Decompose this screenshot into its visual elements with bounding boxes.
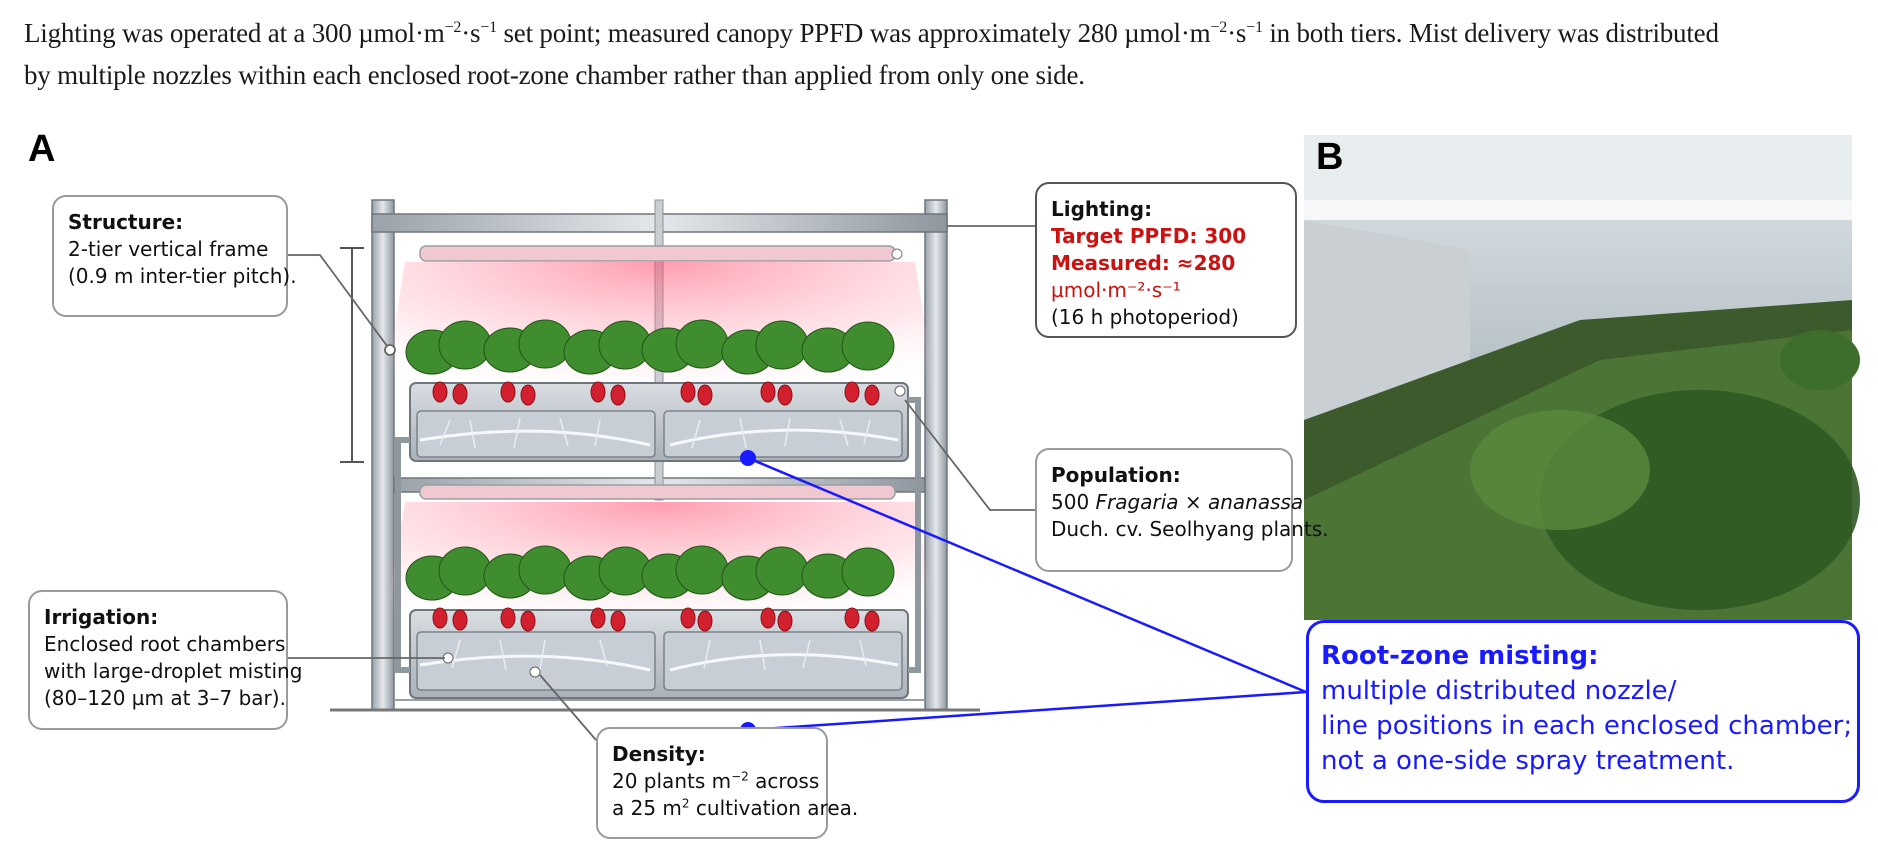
- irrigation-title: Irrigation:: [44, 605, 159, 629]
- greenhouse-photo: [1304, 135, 1860, 620]
- structure-callout: Structure: 2-tier vertical frame (0.9 m …: [52, 195, 297, 317]
- density-line-2: a 25 m2 cultivation area.: [612, 796, 859, 820]
- lighting-target: Target PPFD: 300: [1051, 224, 1247, 248]
- irrigation-line-2: with large-droplet misting: [44, 659, 303, 683]
- population-line-2: Duch. cv. Seolhyang plants.: [1051, 517, 1329, 541]
- panel-label-a: A: [28, 128, 56, 170]
- root-zone-callout: Root-zone misting: multiple distributed …: [1306, 620, 1860, 803]
- lower-tier-trough: [409, 609, 909, 699]
- lighting-callout: Lighting: Target PPFD: 300 Measured: ≈28…: [1035, 182, 1297, 338]
- population-line-1: 500 Fragaria × ananassa: [1051, 490, 1304, 514]
- caption-line-2: by multiple nozzles within each enclosed…: [24, 60, 1085, 90]
- structure-line-1: 2-tier vertical frame: [68, 237, 269, 261]
- upper-tier-plants: [405, 319, 895, 406]
- density-line-1: 20 plants m−2 across: [612, 769, 820, 793]
- root-zone-title: Root-zone misting:: [1321, 641, 1599, 671]
- lighting-photoperiod: (16 h photoperiod): [1051, 305, 1239, 329]
- panel-label-b: B: [1316, 136, 1344, 178]
- species-name: Fragaria × ananassa: [1095, 490, 1304, 514]
- irrigation-line-1: Enclosed root chambers: [44, 632, 286, 656]
- structure-title: Structure:: [68, 210, 184, 234]
- irrigation-line-3: (80–120 µm at 3–7 bar).: [44, 686, 286, 710]
- caption-line-1: Lighting was operated at a 300 µmol·m−2·…: [24, 18, 1719, 48]
- structure-line-2: (0.9 m inter-tier pitch).: [68, 264, 297, 288]
- lower-tier-plants: [405, 545, 895, 632]
- lighting-title: Lighting:: [1051, 197, 1153, 221]
- upper-tier-trough: [409, 382, 909, 462]
- irrigation-callout: Irrigation: Enclosed root chambers with …: [28, 590, 303, 730]
- density-callout: Density: 20 plants m−2 across a 25 m2 cu…: [596, 727, 859, 839]
- lighting-measured: Measured: ≈280: [1051, 251, 1236, 275]
- root-zone-line-1: multiple distributed nozzle/: [1321, 676, 1677, 706]
- population-callout: Population: 500 Fragaria × ananassa Duch…: [1035, 448, 1329, 572]
- root-zone-line-3: not a one-side spray treatment.: [1321, 746, 1735, 776]
- population-title: Population:: [1051, 463, 1181, 487]
- lighting-unit: µmol·m⁻²·s⁻¹: [1051, 278, 1181, 302]
- callout-leader-lines: [285, 225, 1035, 741]
- density-title: Density:: [612, 742, 706, 766]
- root-zone-line-2: line positions in each enclosed chamber;: [1321, 711, 1853, 741]
- tier-pitch-dimension: [340, 247, 364, 463]
- figure-caption: Lighting was operated at a 300 µmol·m−2·…: [24, 12, 1864, 96]
- mist-pipes: [395, 385, 921, 673]
